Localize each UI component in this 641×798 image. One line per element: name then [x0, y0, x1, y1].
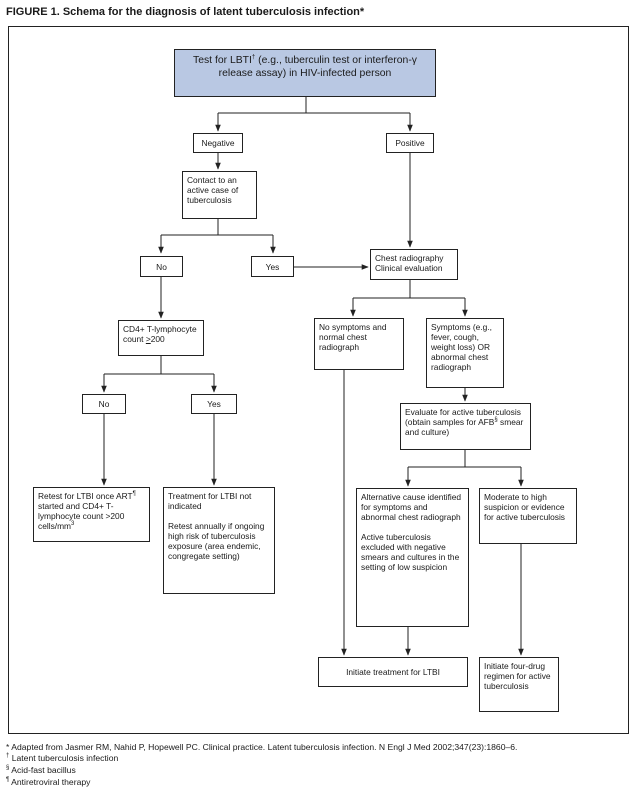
alternative-line2: Active tuberculosis excluded with negati… — [361, 532, 460, 572]
superscript-three: 3 — [71, 521, 75, 528]
initiate-four-drug-box: Initiate four-drug regimen for active tu… — [479, 657, 559, 712]
yes-box-cd4: Yes — [191, 394, 237, 414]
negative-box: Negative — [193, 133, 243, 153]
chest-radiography-box: Chest radiography Clinical evaluation — [370, 249, 458, 280]
symptoms-box: Symptoms (e.g., fever, cough, weight los… — [426, 318, 504, 388]
footnote-pilcrow: ¶ — [6, 777, 10, 784]
positive-box: Positive — [386, 133, 434, 153]
treatment-not-line2: Retest annually if ongoing high risk of … — [168, 521, 265, 561]
no-symptoms-box: No symptoms and normal chest radiograph — [314, 318, 404, 370]
footnote-ltbi-text: Latent tuberculosis infection — [9, 753, 119, 763]
test-for-ltbi-box: Test for LBTI† (e.g., tuberculin test or… — [174, 49, 436, 97]
footnote-art-text: Antiretroviral therapy — [9, 777, 91, 787]
initiate-ltbi-treatment-box: Initiate treatment for LTBI — [318, 657, 468, 687]
footnote-section: § — [6, 765, 10, 772]
footnote-afb-text: Acid-fast bacillus — [9, 765, 76, 775]
cd4-text-post: 200 — [150, 334, 165, 344]
diagram-frame — [8, 26, 629, 734]
retest-text-pre: Retest for LTBI once ART — [38, 491, 133, 501]
footnote-art: ¶ Antiretroviral therapy — [6, 777, 90, 788]
treatment-not-indicated-box: Treatment for LTBI not indicated Retest … — [163, 487, 275, 594]
contact-active-case-box: Contact to an active case of tuberculosi… — [182, 171, 257, 219]
footnote-source-text: * Adapted from Jasmer RM, Nahid P, Hopew… — [6, 742, 518, 752]
test-box-text-post: (e.g., tuberculin test or interferon-γ r… — [218, 55, 417, 79]
retest-ltbi-box: Retest for LTBI once ART¶ started and CD… — [33, 487, 150, 542]
yes-box-contact: Yes — [251, 256, 294, 277]
cd4-count-box: CD4+ T-lymphocyte count >200 — [118, 320, 204, 356]
dagger-footnote-mark: † — [251, 54, 256, 61]
evaluate-text-post: smear and culture) — [405, 417, 524, 437]
no-box-contact: No — [140, 256, 183, 277]
evaluate-active-tb-box: Evaluate for active tuberculosis (obtain… — [400, 403, 531, 450]
section-footnote-mark: § — [494, 417, 498, 424]
test-box-text-pre: Test for LBTI — [193, 55, 252, 66]
alternative-line1: Alternative cause identified for symptom… — [361, 492, 462, 522]
moderate-suspicion-box: Moderate to high suspicion or evidence f… — [479, 488, 577, 544]
figure-title: FIGURE 1. Schema for the diagnosis of la… — [6, 6, 365, 18]
footnote-dagger: † — [6, 753, 10, 760]
footnote-afb: § Acid-fast bacillus — [6, 765, 76, 776]
retest-text-mid: started and CD4+ T-lymphocyte count >200… — [38, 501, 125, 531]
no-box-cd4: No — [82, 394, 126, 414]
evaluate-text-pre: Evaluate for active tuberculosis (obtain… — [405, 407, 521, 427]
alternative-cause-box: Alternative cause identified for symptom… — [356, 488, 469, 627]
footnote-source: * Adapted from Jasmer RM, Nahid P, Hopew… — [6, 742, 517, 753]
cd4-text-pre: CD4+ T-lymphocyte count — [123, 324, 197, 344]
treatment-not-line1: Treatment for LTBI not indicated — [168, 491, 252, 511]
pilcrow-footnote-mark: ¶ — [132, 491, 136, 498]
footnote-ltbi: † Latent tuberculosis infection — [6, 753, 118, 764]
cd4-text-ge-sign: > — [145, 334, 151, 344]
